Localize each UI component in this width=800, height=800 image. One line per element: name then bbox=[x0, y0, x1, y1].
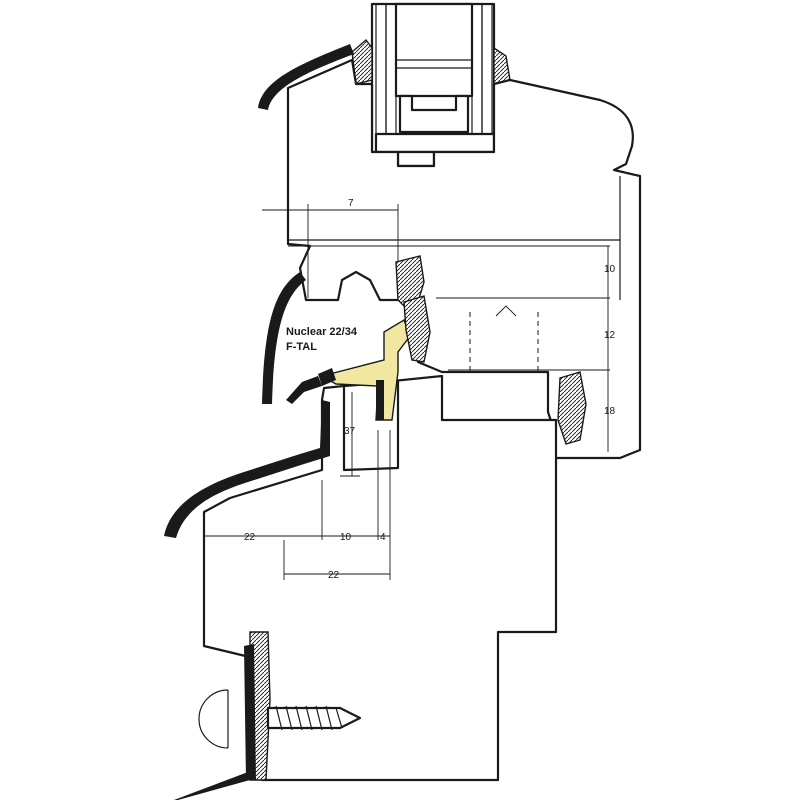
upward-arrow-icon bbox=[495, 305, 517, 317]
nuclear-gasket bbox=[318, 318, 411, 421]
dimension-bottom-mid: 10 bbox=[340, 532, 352, 543]
dimension-right-upper: 10 bbox=[604, 264, 616, 275]
dimension-bottom-left: 22 bbox=[244, 532, 256, 543]
dimension-bottom-small: 4 bbox=[380, 532, 386, 543]
dimension-vertical-inner: 37 bbox=[344, 426, 356, 437]
product-label-line1: Nuclear 22/34 bbox=[286, 326, 358, 338]
lower-fixing bbox=[244, 631, 271, 781]
top-glazing-gaskets bbox=[258, 38, 511, 110]
dimension-top-width: 7 bbox=[348, 198, 354, 209]
product-label-line2: F-TAL bbox=[286, 341, 317, 353]
sash-profile bbox=[286, 58, 642, 460]
dimension-lines bbox=[204, 204, 610, 580]
dimension-right-middle: 12 bbox=[604, 330, 616, 341]
screw-icon bbox=[198, 689, 362, 749]
dimension-right-lower: 18 bbox=[604, 406, 616, 417]
glazing-unit bbox=[370, 2, 496, 168]
weather-bars bbox=[164, 272, 330, 800]
dimension-bottom-total: 22 bbox=[328, 570, 340, 581]
middle-sash-gaskets bbox=[395, 255, 587, 445]
